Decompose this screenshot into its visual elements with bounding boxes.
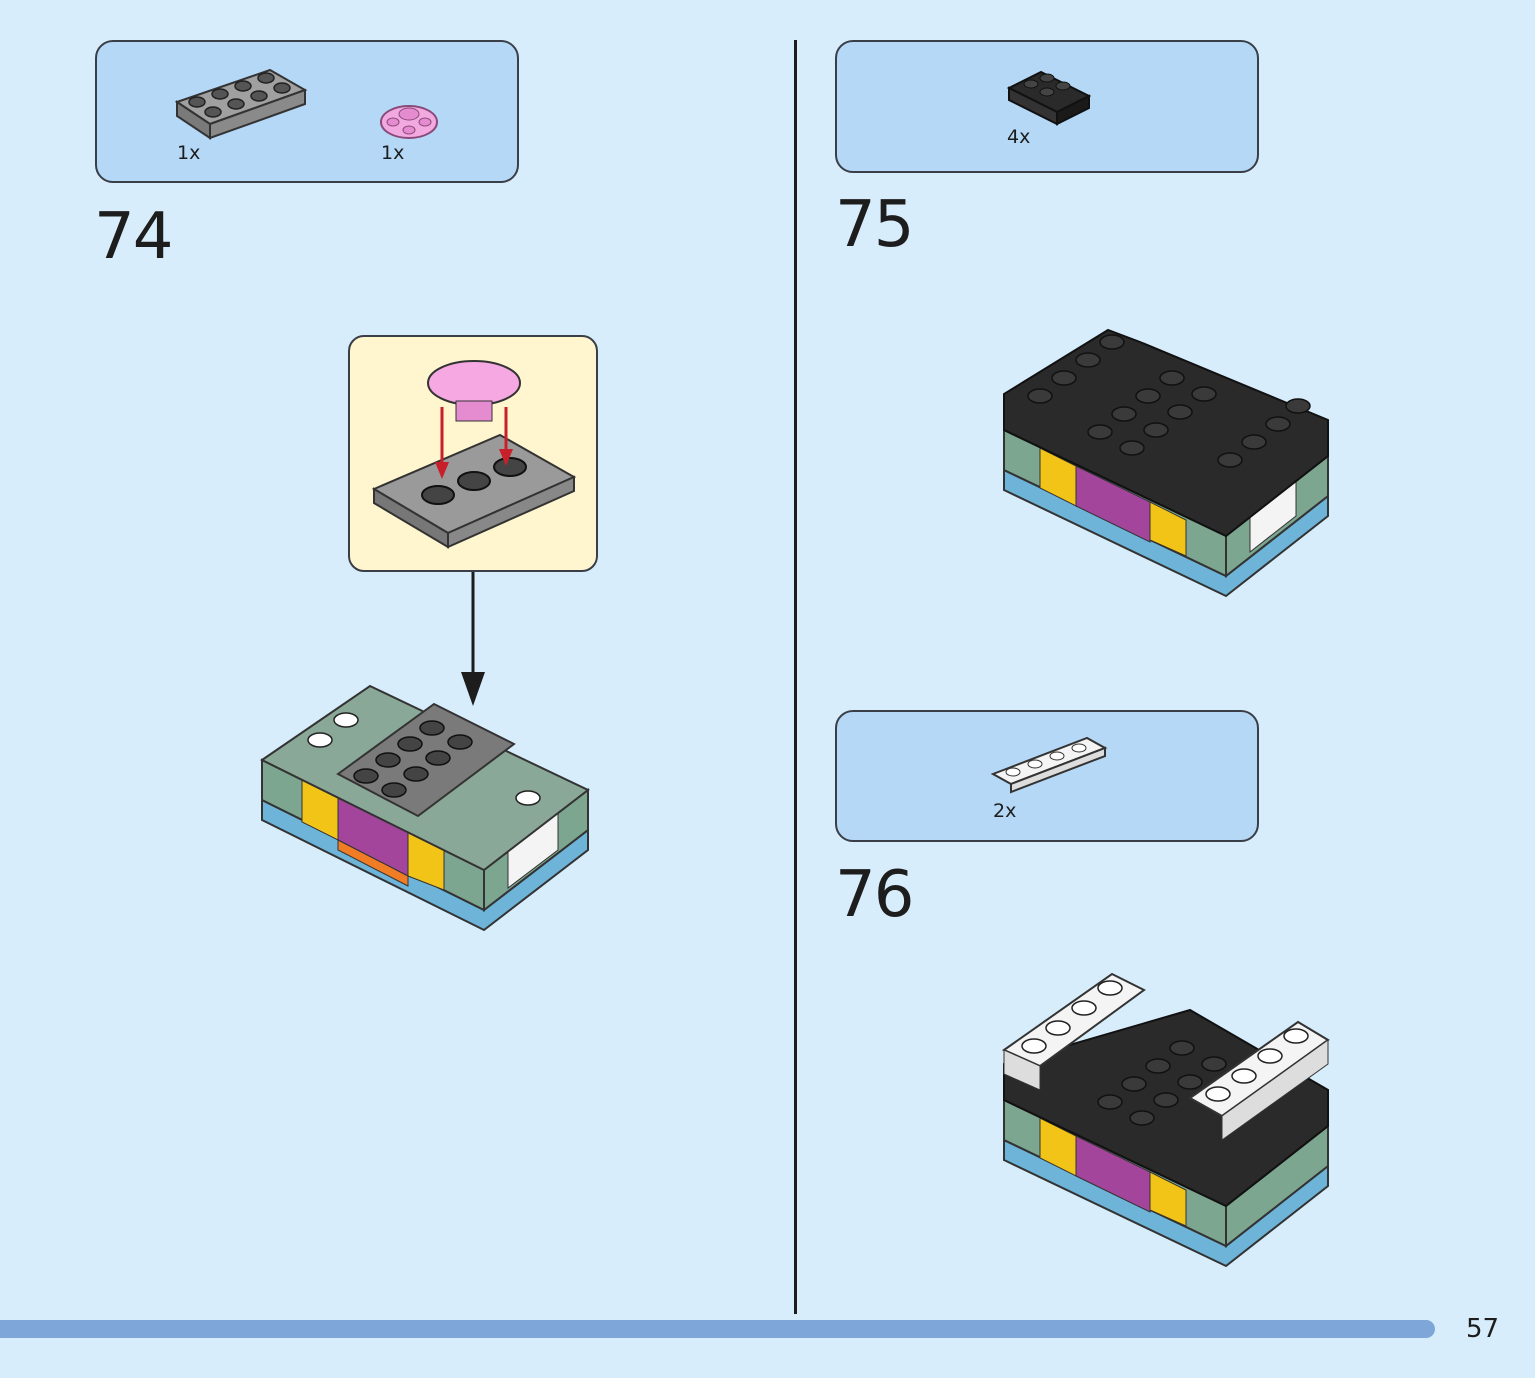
- part-qty: 4x: [1007, 126, 1031, 148]
- sub-assembly-illustration: [371, 360, 577, 549]
- step-number: 76: [835, 858, 914, 932]
- part-qty: 2x: [993, 800, 1017, 822]
- parts-box-step-76: 2x: [835, 710, 1259, 842]
- column-divider: [794, 40, 797, 1314]
- part-qty: 1x: [381, 142, 405, 164]
- model-step-76-illustration: [1001, 972, 1330, 1268]
- sub-assembly-callout: [348, 335, 598, 572]
- gray-plate-2x4-icon: [174, 68, 308, 140]
- step-number: 74: [94, 200, 173, 274]
- placement-arrow: [461, 572, 485, 706]
- progress-bar: [0, 1320, 1435, 1338]
- model-step-74-illustration: [260, 684, 590, 932]
- page-number: 57: [1466, 1314, 1500, 1344]
- part-qty: 1x: [177, 142, 201, 164]
- model-step-75-illustration: [1003, 328, 1329, 598]
- step-number: 75: [835, 188, 914, 262]
- parts-box-step-74: 1x 1x: [95, 40, 519, 183]
- black-bracket-plate-icon: [1006, 70, 1092, 126]
- pink-round-plate-icon: [380, 105, 438, 139]
- parts-box-step-75: 4x: [835, 40, 1259, 173]
- white-plate-1x4-icon: [990, 736, 1108, 794]
